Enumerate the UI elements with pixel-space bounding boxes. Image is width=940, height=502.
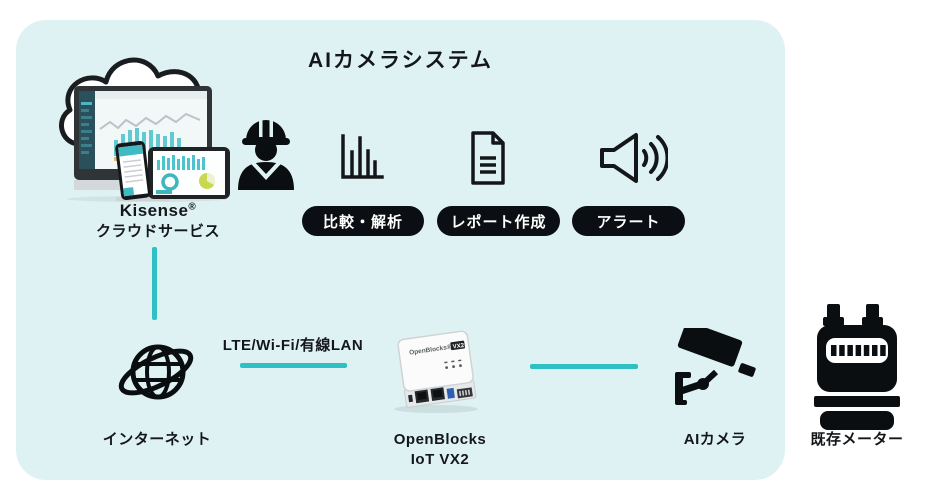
feature-pill-analysis: 比較・解析 [302, 206, 424, 236]
cloud-service-label: Kisense® クラウドサービス [58, 200, 258, 242]
feature-pill-report: レポート作成 [437, 206, 560, 236]
gateway-label: OpenBlocks IoT VX2 [370, 430, 510, 469]
internet-label: インターネット [102, 431, 212, 448]
gateway-device-image: OpenBlocks® IoT VX2 [394, 330, 478, 413]
cloud-service-subtitle: クラウドサービス [95, 223, 220, 241]
registered-mark: ® [188, 201, 197, 213]
feature-pill-alert: アラート [572, 206, 685, 236]
feature-label: アラート [596, 213, 661, 231]
device-badge-text: VX2 [452, 343, 465, 351]
gateway-label-line2: IoT VX2 [410, 450, 470, 468]
gateway-label-line1: OpenBlocks [393, 431, 487, 448]
tablet-dashboard [148, 147, 230, 199]
feature-label: レポート作成 [450, 213, 547, 231]
phone-dashboard [115, 140, 151, 201]
worker-icon [238, 120, 294, 190]
bar-chart-icon [341, 134, 384, 179]
existing-meter-label: 既存メーター [810, 431, 904, 448]
connector-cloud-internet [152, 247, 157, 320]
report-document-icon [471, 131, 505, 185]
connector-gateway-camera [530, 364, 638, 369]
globe-icon [118, 344, 194, 400]
ai-camera-label: AIカメラ [683, 431, 747, 448]
feature-label: 比較・解析 [322, 213, 403, 231]
gas-meter-icon [814, 304, 900, 430]
page-title: AIカメラシステム [308, 49, 493, 72]
connector-internet-gateway [240, 363, 347, 368]
link-type-label: LTE/Wi-Fi/有線LAN [222, 337, 364, 354]
cloud-dashboard-devices-image [59, 57, 230, 202]
cloud-service-name: Kisense [119, 201, 189, 220]
speaker-alert-icon [600, 133, 668, 183]
cctv-camera-icon [675, 328, 756, 405]
